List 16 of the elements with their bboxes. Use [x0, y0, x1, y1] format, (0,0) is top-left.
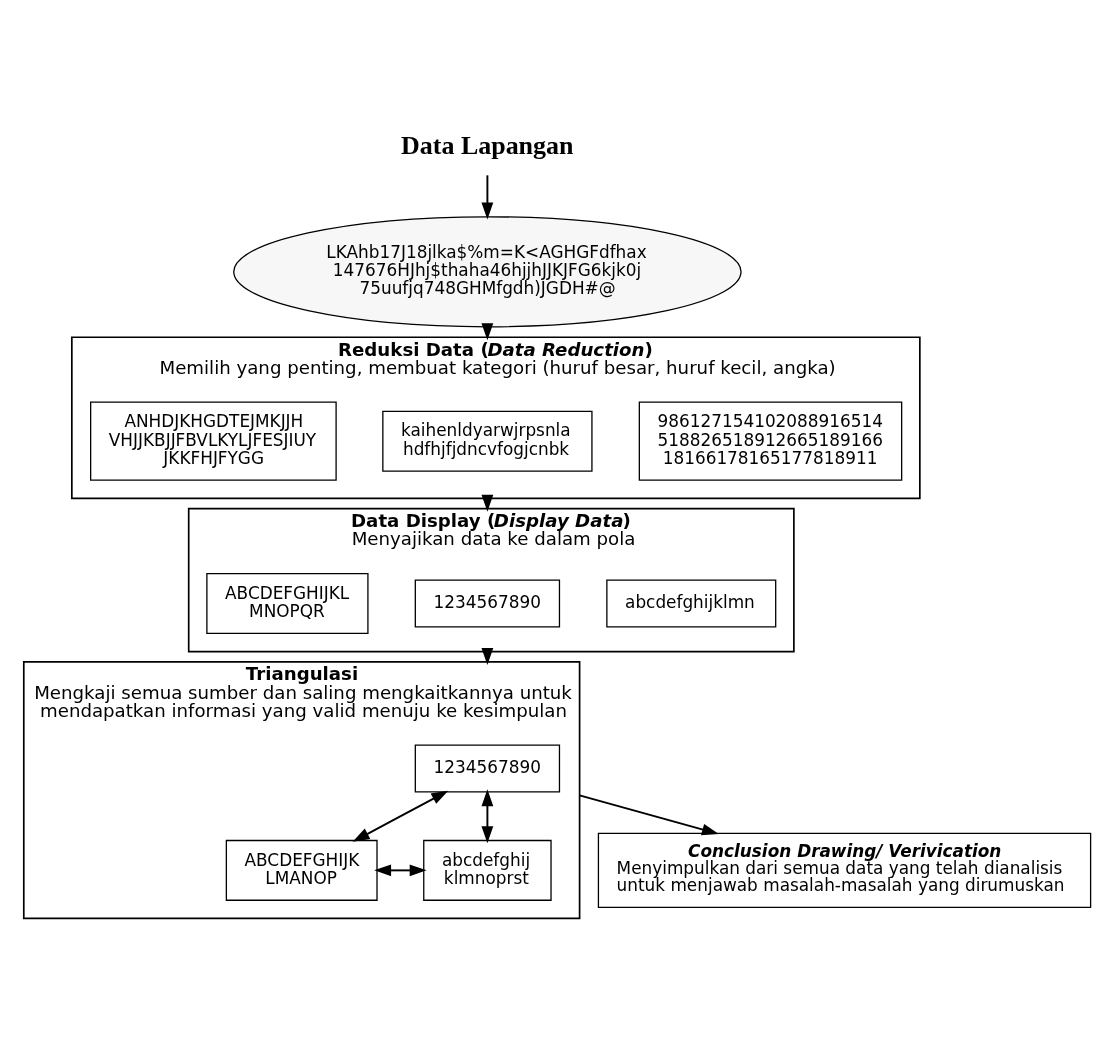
node-box: Conclusion Drawing/ Verivication Menyimpulkan dari semua data yang telah dianalisis untuk menjawab masalah-masalah yang dirumuskan	[597, 832, 1092, 909]
arrow	[374, 864, 427, 877]
node-box: abcdefghijklmn	[606, 579, 777, 628]
node-box: abcdefghij klmnoprst	[423, 839, 552, 901]
arrow	[578, 794, 719, 836]
node-box: kaihenldyarwjrpsnla hdfhjfjdncvfogjcnbk	[382, 410, 593, 472]
node-box: ABCDEFGHIJKL MNOPQR	[206, 573, 369, 634]
arrow	[481, 789, 494, 844]
node-box: ABCDEFGHIJK LMANOP	[225, 839, 378, 901]
arrow	[352, 790, 449, 842]
arrow	[481, 174, 494, 220]
node-box: 1234567890	[414, 744, 561, 793]
node-box: 986127154102088916514 518826518912665189166 18166178165177818911	[638, 401, 903, 481]
node-box: 1234567890	[414, 579, 561, 628]
node-text: Data Lapangan	[401, 131, 574, 161]
node-box: ANHDJKHGDTEJMKJJH VHJJKBJJFBVLKYLJFESJIUY JKKFHJFYGG	[90, 401, 337, 481]
